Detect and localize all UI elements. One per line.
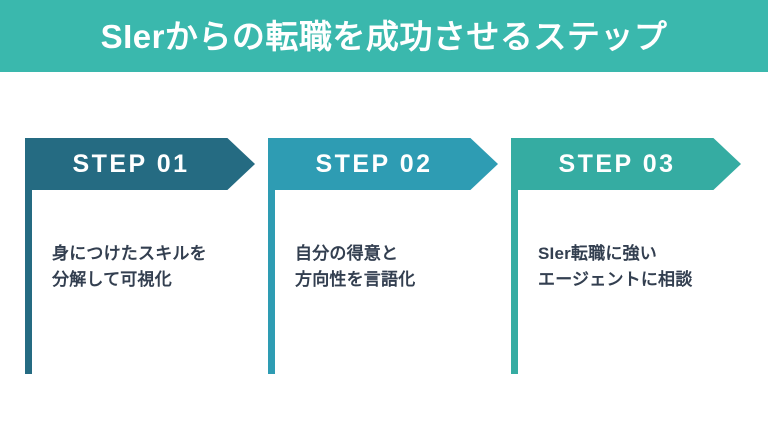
step-item-1: STEP 01 身につけたスキルを 分解して可視化: [25, 138, 268, 388]
page-title: SIerからの転職を成功させるステップ: [100, 17, 668, 55]
step-description-line-1-1: 身につけたスキルを: [52, 244, 207, 263]
step-label-1: STEP 01: [72, 149, 190, 178]
step-banner-1: STEP 01: [25, 138, 255, 190]
step-description-line-2-2: 方向性を言語化: [295, 269, 416, 289]
step-label-2: STEP 02: [315, 149, 433, 178]
step-description-line-3-2: エージェントに相談: [538, 269, 693, 289]
step-banner-3: STEP 03: [511, 138, 741, 190]
step-description-3: SIer転職に強い エージェントに相談: [538, 241, 753, 292]
step-description-line-2-1: 自分の得意と: [295, 244, 399, 263]
step-connector-line-2: [268, 190, 275, 374]
steps-container: STEP 01 身につけたスキルを 分解して可視化 STEP 02 自分の得意と…: [0, 138, 768, 388]
step-banner-2: STEP 02: [268, 138, 498, 190]
step-description-line-3-1: SIer転職に強い: [538, 244, 657, 263]
step-connector-line-1: [25, 190, 32, 374]
step-description-line-1-2: 分解して可視化: [52, 269, 172, 289]
step-description-2: 自分の得意と 方向性を言語化: [295, 241, 510, 292]
step-item-2: STEP 02 自分の得意と 方向性を言語化: [268, 138, 511, 388]
step-item-3: STEP 03 SIer転職に強い エージェントに相談: [511, 138, 754, 388]
step-connector-line-3: [511, 190, 518, 374]
step-label-3: STEP 03: [558, 149, 676, 178]
header-banner: SIerからの転職を成功させるステップ: [0, 0, 768, 72]
step-description-1: 身につけたスキルを 分解して可視化: [52, 241, 267, 292]
